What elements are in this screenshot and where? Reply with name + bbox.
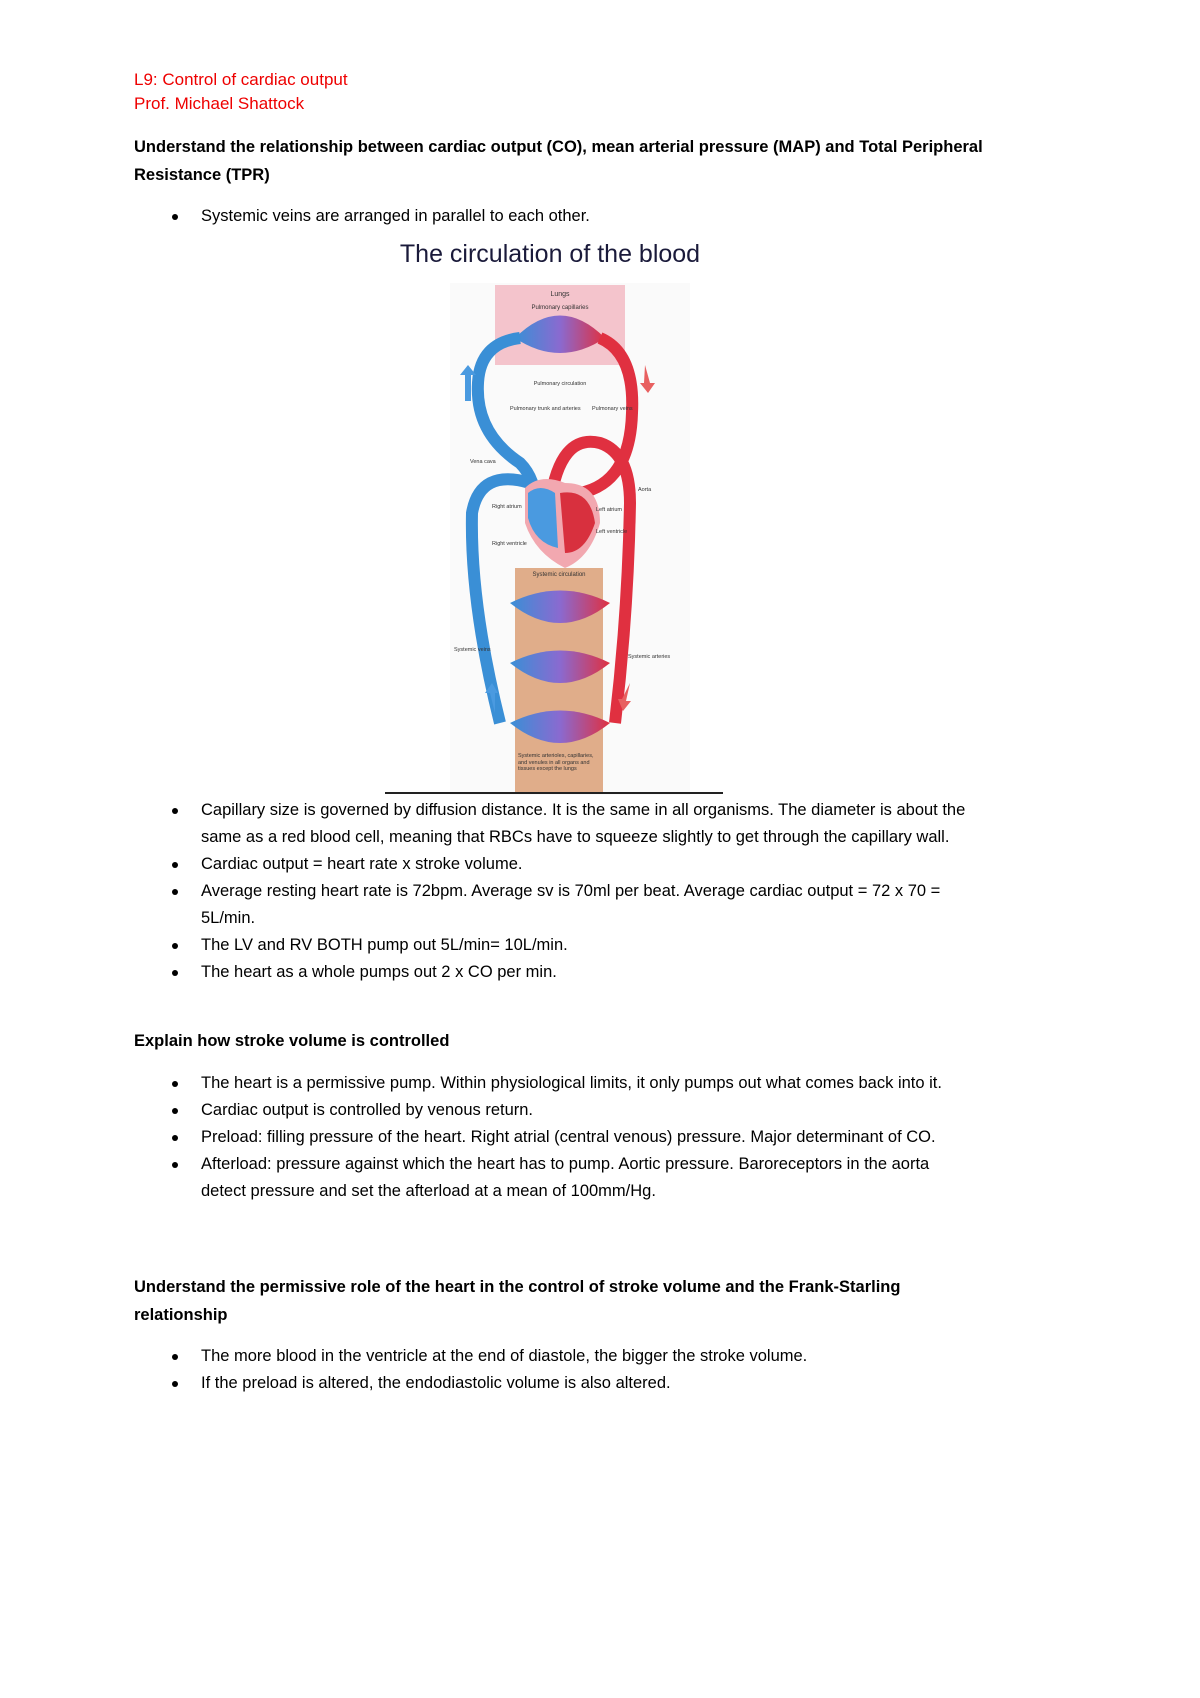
svg-text:Right ventricle: Right ventricle: [492, 541, 527, 547]
svg-text:Pulmonary capillaries: Pulmonary capillaries: [531, 305, 588, 311]
section-heading-3: Understand the permissive role of the he…: [134, 1278, 901, 1324]
document-title: L9: Control of cardiac output: [134, 70, 348, 89]
list-item: Afterload: pressure against which the he…: [170, 1151, 970, 1205]
arrow-up-icon: [460, 365, 476, 401]
section-heading-1: Understand the relationship between card…: [134, 138, 983, 184]
bullet-list-3: The more blood in the ventricle at the e…: [170, 1343, 970, 1397]
svg-text:Systemic arteries: Systemic arteries: [628, 654, 670, 660]
list-item: The heart is a permissive pump. Within p…: [170, 1070, 970, 1097]
list-item: Average resting heart rate is 72bpm. Ave…: [170, 878, 970, 932]
list-item: If the preload is altered, the endodiast…: [170, 1370, 970, 1397]
svg-text:Vena cava: Vena cava: [470, 459, 497, 465]
arrow-up-icon: [485, 683, 498, 713]
list-item: The more blood in the ventricle at the e…: [170, 1343, 970, 1370]
arrow-down-icon: [640, 365, 655, 393]
document-author: Prof. Michael Shattock: [134, 94, 305, 113]
svg-text:Pulmonary veins: Pulmonary veins: [592, 406, 633, 412]
svg-text:Aorta: Aorta: [638, 487, 652, 493]
list-item: The heart as a whole pumps out 2 x CO pe…: [170, 959, 970, 986]
svg-text:Systemic circulation: Systemic circulation: [532, 572, 585, 578]
list-item: The LV and RV BOTH pump out 5L/min= 10L/…: [170, 932, 970, 959]
svg-text:Left ventricle: Left ventricle: [596, 529, 627, 535]
svg-text:Lungs: Lungs: [550, 291, 570, 298]
circulation-diagram: Lungs Pulmonary capillaries Systemic cir…: [450, 283, 690, 795]
svg-text:Left atrium: Left atrium: [596, 507, 622, 513]
bullet-list-1b: Capillary size is governed by diffusion …: [170, 797, 970, 986]
vena-cava: [465, 473, 532, 725]
figure-title: The circulation of the blood: [399, 240, 701, 268]
list-item: Systemic veins are arranged in parallel …: [170, 203, 970, 230]
svg-text:Pulmonary trunk and arteries: Pulmonary trunk and arteries: [510, 406, 581, 412]
section-heading-2: Explain how stroke volume is controlled: [134, 1032, 450, 1050]
list-item: Cardiac output = heart rate x stroke vol…: [170, 851, 970, 878]
svg-text:Right atrium: Right atrium: [492, 504, 522, 510]
svg-text:Pulmonary circulation: Pulmonary circulation: [534, 381, 587, 387]
aorta: [544, 435, 637, 724]
list-item: Capillary size is governed by diffusion …: [170, 797, 970, 851]
pulmonary-veins: [578, 332, 639, 499]
list-item: Cardiac output is controlled by venous r…: [170, 1097, 970, 1124]
bullet-list-1a: Systemic veins are arranged in parallel …: [170, 203, 970, 230]
arrow-down-icon: [618, 683, 631, 711]
list-item: Preload: filling pressure of the heart. …: [170, 1124, 970, 1151]
bullet-list-2: The heart is a permissive pump. Within p…: [170, 1070, 970, 1205]
svg-text:Systemic veins: Systemic veins: [454, 647, 491, 653]
figure-underline: [385, 792, 723, 794]
